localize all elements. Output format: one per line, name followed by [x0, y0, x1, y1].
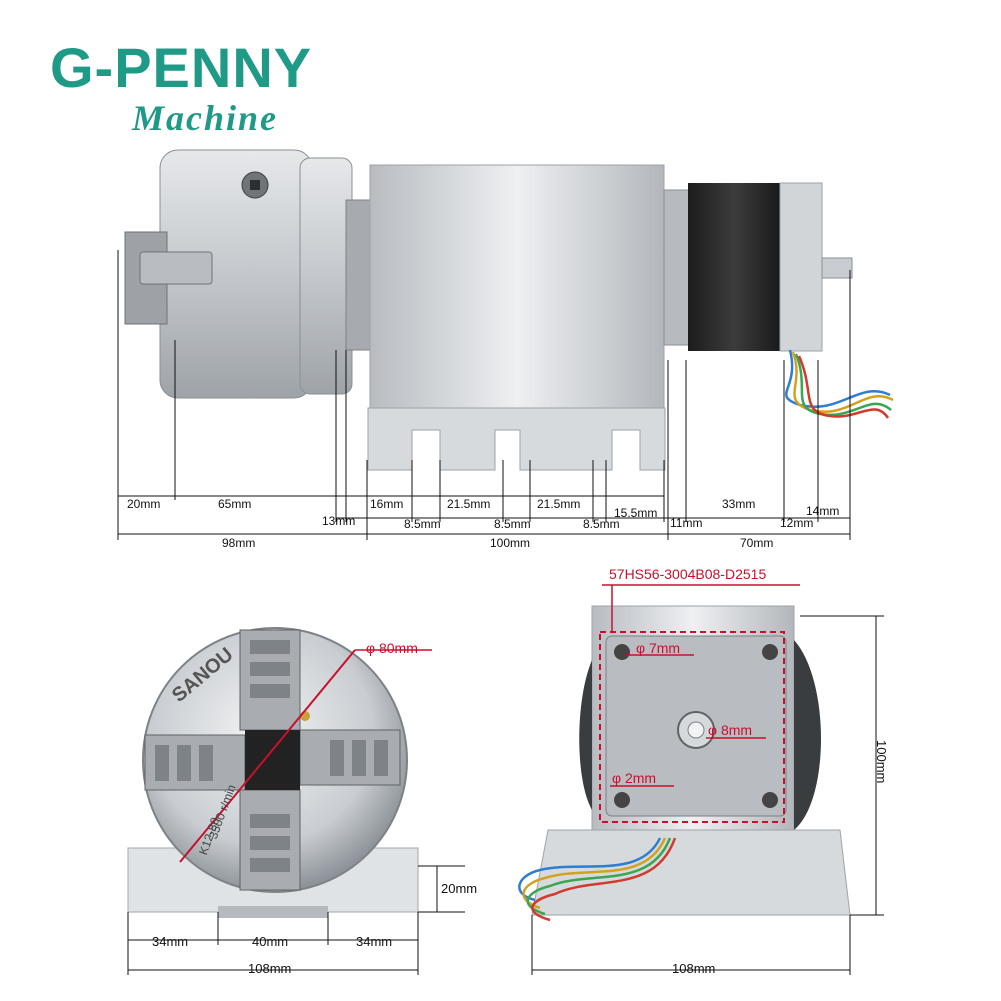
chuck-bore	[245, 730, 300, 790]
diameter-line	[179, 649, 356, 863]
dim-21-5mm-b: 21.5mm	[537, 497, 581, 511]
dim-back-108mm: 108mm	[672, 961, 716, 976]
front-base-slot	[218, 906, 328, 918]
dim-21-5mm-a: 21.5mm	[447, 497, 491, 511]
side-view	[117, 149, 894, 540]
dim-34mm-left: 34mm	[152, 934, 189, 949]
dim-11mm: 11mm	[670, 516, 703, 530]
dim-20mm: 20mm	[127, 497, 161, 511]
back-dimension-lines	[531, 615, 884, 975]
dim-8-5mm-b: 8.5mm	[494, 517, 531, 531]
dim-12mm: 12mm	[780, 516, 814, 530]
dim-8-5mm-c: 8.5mm	[583, 517, 620, 531]
back-motor-wires	[518, 837, 677, 922]
spindle-flange	[345, 199, 373, 351]
dim-98mm: 98mm	[222, 536, 256, 550]
motor-model-label: 57HS56-3004B08-D2515	[609, 566, 767, 582]
motor-end-cap	[779, 182, 823, 352]
gearbox-housing	[369, 164, 665, 411]
dim-14mm: 14mm	[806, 504, 840, 518]
dim-16mm: 16mm	[370, 497, 404, 511]
housing-base	[367, 407, 666, 471]
stepper-motor	[688, 183, 780, 351]
dim-34mm-right: 34mm	[356, 934, 393, 949]
dim-15-5mm: 15.5mm	[614, 506, 658, 520]
back-chuck-edge	[794, 640, 821, 830]
motor-outline-dashed	[599, 631, 785, 823]
dim-base-20mm: 20mm	[441, 881, 478, 896]
hole-2mm-label: φ 2mm	[612, 770, 657, 786]
motor-shaft	[821, 257, 853, 279]
shaft-8mm-label: φ 8mm	[708, 722, 753, 738]
chuck-back-plate	[299, 157, 353, 395]
front-dimension-lines	[127, 865, 465, 975]
dim-front-108mm: 108mm	[248, 961, 292, 976]
dim-back-100mm: 100mm	[874, 740, 889, 784]
front-view	[127, 627, 465, 975]
dim-33mm: 33mm	[722, 497, 756, 511]
dim-70mm: 70mm	[740, 536, 774, 550]
jaw-teeth	[155, 640, 388, 872]
side-extension-lines	[117, 250, 851, 540]
brand-subtitle: Machine	[132, 98, 279, 138]
dim-13mm: 13mm	[322, 514, 356, 528]
dim-65mm: 65mm	[218, 497, 252, 511]
motor-wires	[785, 349, 894, 419]
side-dimension-lines	[118, 495, 850, 535]
motor-flange	[663, 189, 691, 346]
brand-logo: G-PENNY	[50, 36, 313, 99]
dim-100mm: 100mm	[490, 536, 531, 550]
back-view	[518, 584, 884, 975]
chuck-jaw-key	[139, 251, 213, 285]
dim-40mm: 40mm	[252, 934, 289, 949]
dim-8-5mm-a: 8.5mm	[404, 517, 441, 531]
hole-7mm-label: φ 7mm	[636, 640, 681, 656]
mount-hole-icon	[614, 644, 630, 660]
chuck-diameter-label: φ 80mm	[366, 640, 418, 656]
